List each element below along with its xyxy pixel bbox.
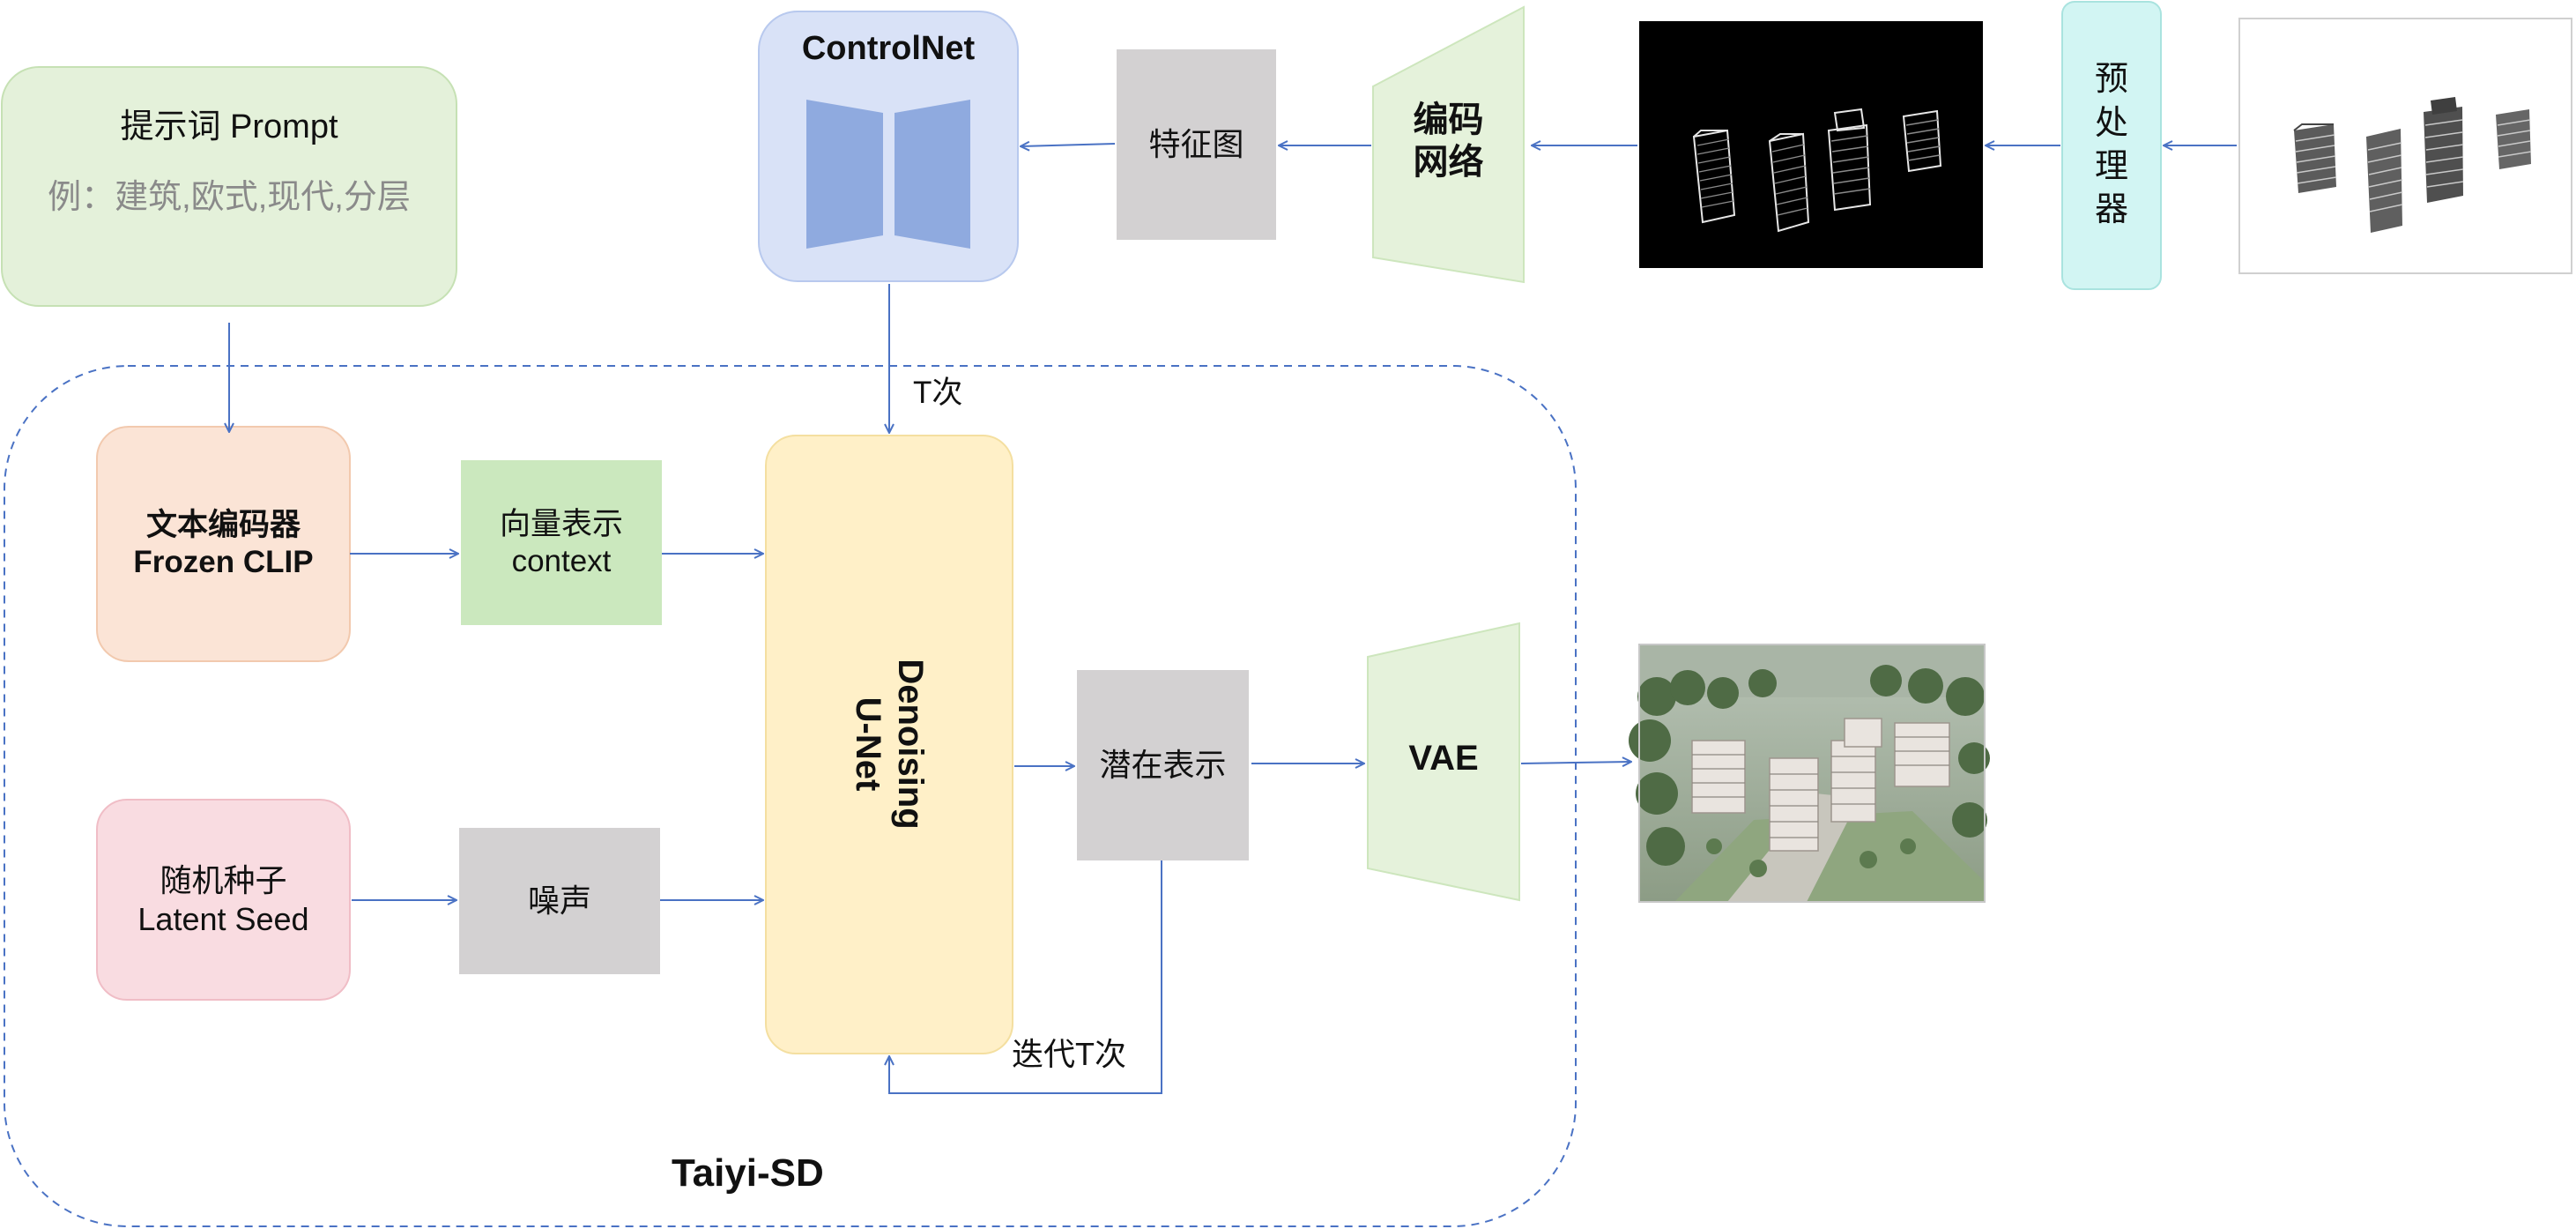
encoder-line-2: 网络	[1413, 143, 1484, 182]
random-seed-box	[96, 799, 351, 1001]
arrow-iterate-loop	[889, 860, 1162, 1094]
latent-repr-label: 潜在表示	[1099, 747, 1227, 784]
encoder-network-shape	[1372, 5, 1525, 284]
vector-repr-box	[461, 460, 662, 625]
preprocessor-char-1: 预	[2094, 61, 2128, 99]
iterate-t-times-label: 迭代T次	[1012, 1036, 1126, 1072]
vae-label: VAE	[1408, 739, 1479, 778]
feature-map-box	[1117, 49, 1276, 240]
vector-repr-line-1: 向量表示	[499, 506, 623, 541]
preprocessor-box	[2061, 1, 2162, 290]
taiyi-sd-label: Taiyi-SD	[672, 1151, 824, 1195]
preprocessor-char-4: 器	[2094, 191, 2128, 229]
output-render-image	[1629, 644, 1990, 903]
encoder-network-label: 编码 网络	[1373, 79, 1524, 203]
arrow-vae-to-output	[1520, 762, 1631, 763]
unet-line-2: U-Net	[849, 696, 887, 792]
controlnet-left-trapezoid	[806, 100, 883, 249]
arrow-feature-map-to-controlnet	[1021, 144, 1116, 146]
unet-label: Denoising U-Net	[845, 568, 933, 920]
feature-map-label: 特征图	[1148, 126, 1244, 163]
taiyi-sd-container	[4, 365, 1577, 1227]
controlnet-right-trapezoid	[895, 100, 970, 249]
prompt-title: 提示词 Prompt	[120, 108, 338, 146]
text-encoder-line-1: 文本编码器	[145, 508, 301, 542]
noise-box	[459, 828, 660, 974]
vector-repr-line-2: context	[511, 543, 612, 578]
text-encoder-label: 文本编码器 Frozen CLIP	[97, 427, 350, 661]
latent-repr-box	[1077, 670, 1249, 860]
text-encoder-line-2: Frozen CLIP	[133, 545, 314, 579]
preprocessor-char-3: 理	[2094, 148, 2128, 185]
noise-label: 噪声	[527, 883, 591, 920]
vector-repr-label: 向量表示 context	[461, 460, 662, 625]
preprocessor-char-2: 处	[2094, 104, 2128, 142]
t-times-label: T次	[913, 376, 963, 410]
encoder-line-1: 编码	[1413, 101, 1484, 139]
random-seed-label: 随机种子 Latent Seed	[97, 800, 350, 1000]
text-encoder-box	[96, 426, 351, 662]
controlnet-title: ControlNet	[801, 30, 976, 67]
unet-box	[765, 435, 1013, 1054]
prompt-example: 例：建筑,欧式,现代,分层	[48, 179, 411, 216]
random-seed-line-1: 随机种子	[160, 862, 287, 899]
unet-line-1: Denoising	[891, 659, 930, 830]
edge-map-image	[1639, 21, 1983, 268]
preprocessor-label: 预 处 理 器	[2062, 2, 2161, 289]
prompt-text: 提示词 Prompt 例：建筑,欧式,现代,分层	[2, 88, 457, 238]
vae-shape	[1367, 622, 1520, 902]
prompt-box	[1, 66, 457, 307]
random-seed-line-2: Latent Seed	[137, 900, 309, 937]
input-building-image	[2238, 18, 2572, 274]
